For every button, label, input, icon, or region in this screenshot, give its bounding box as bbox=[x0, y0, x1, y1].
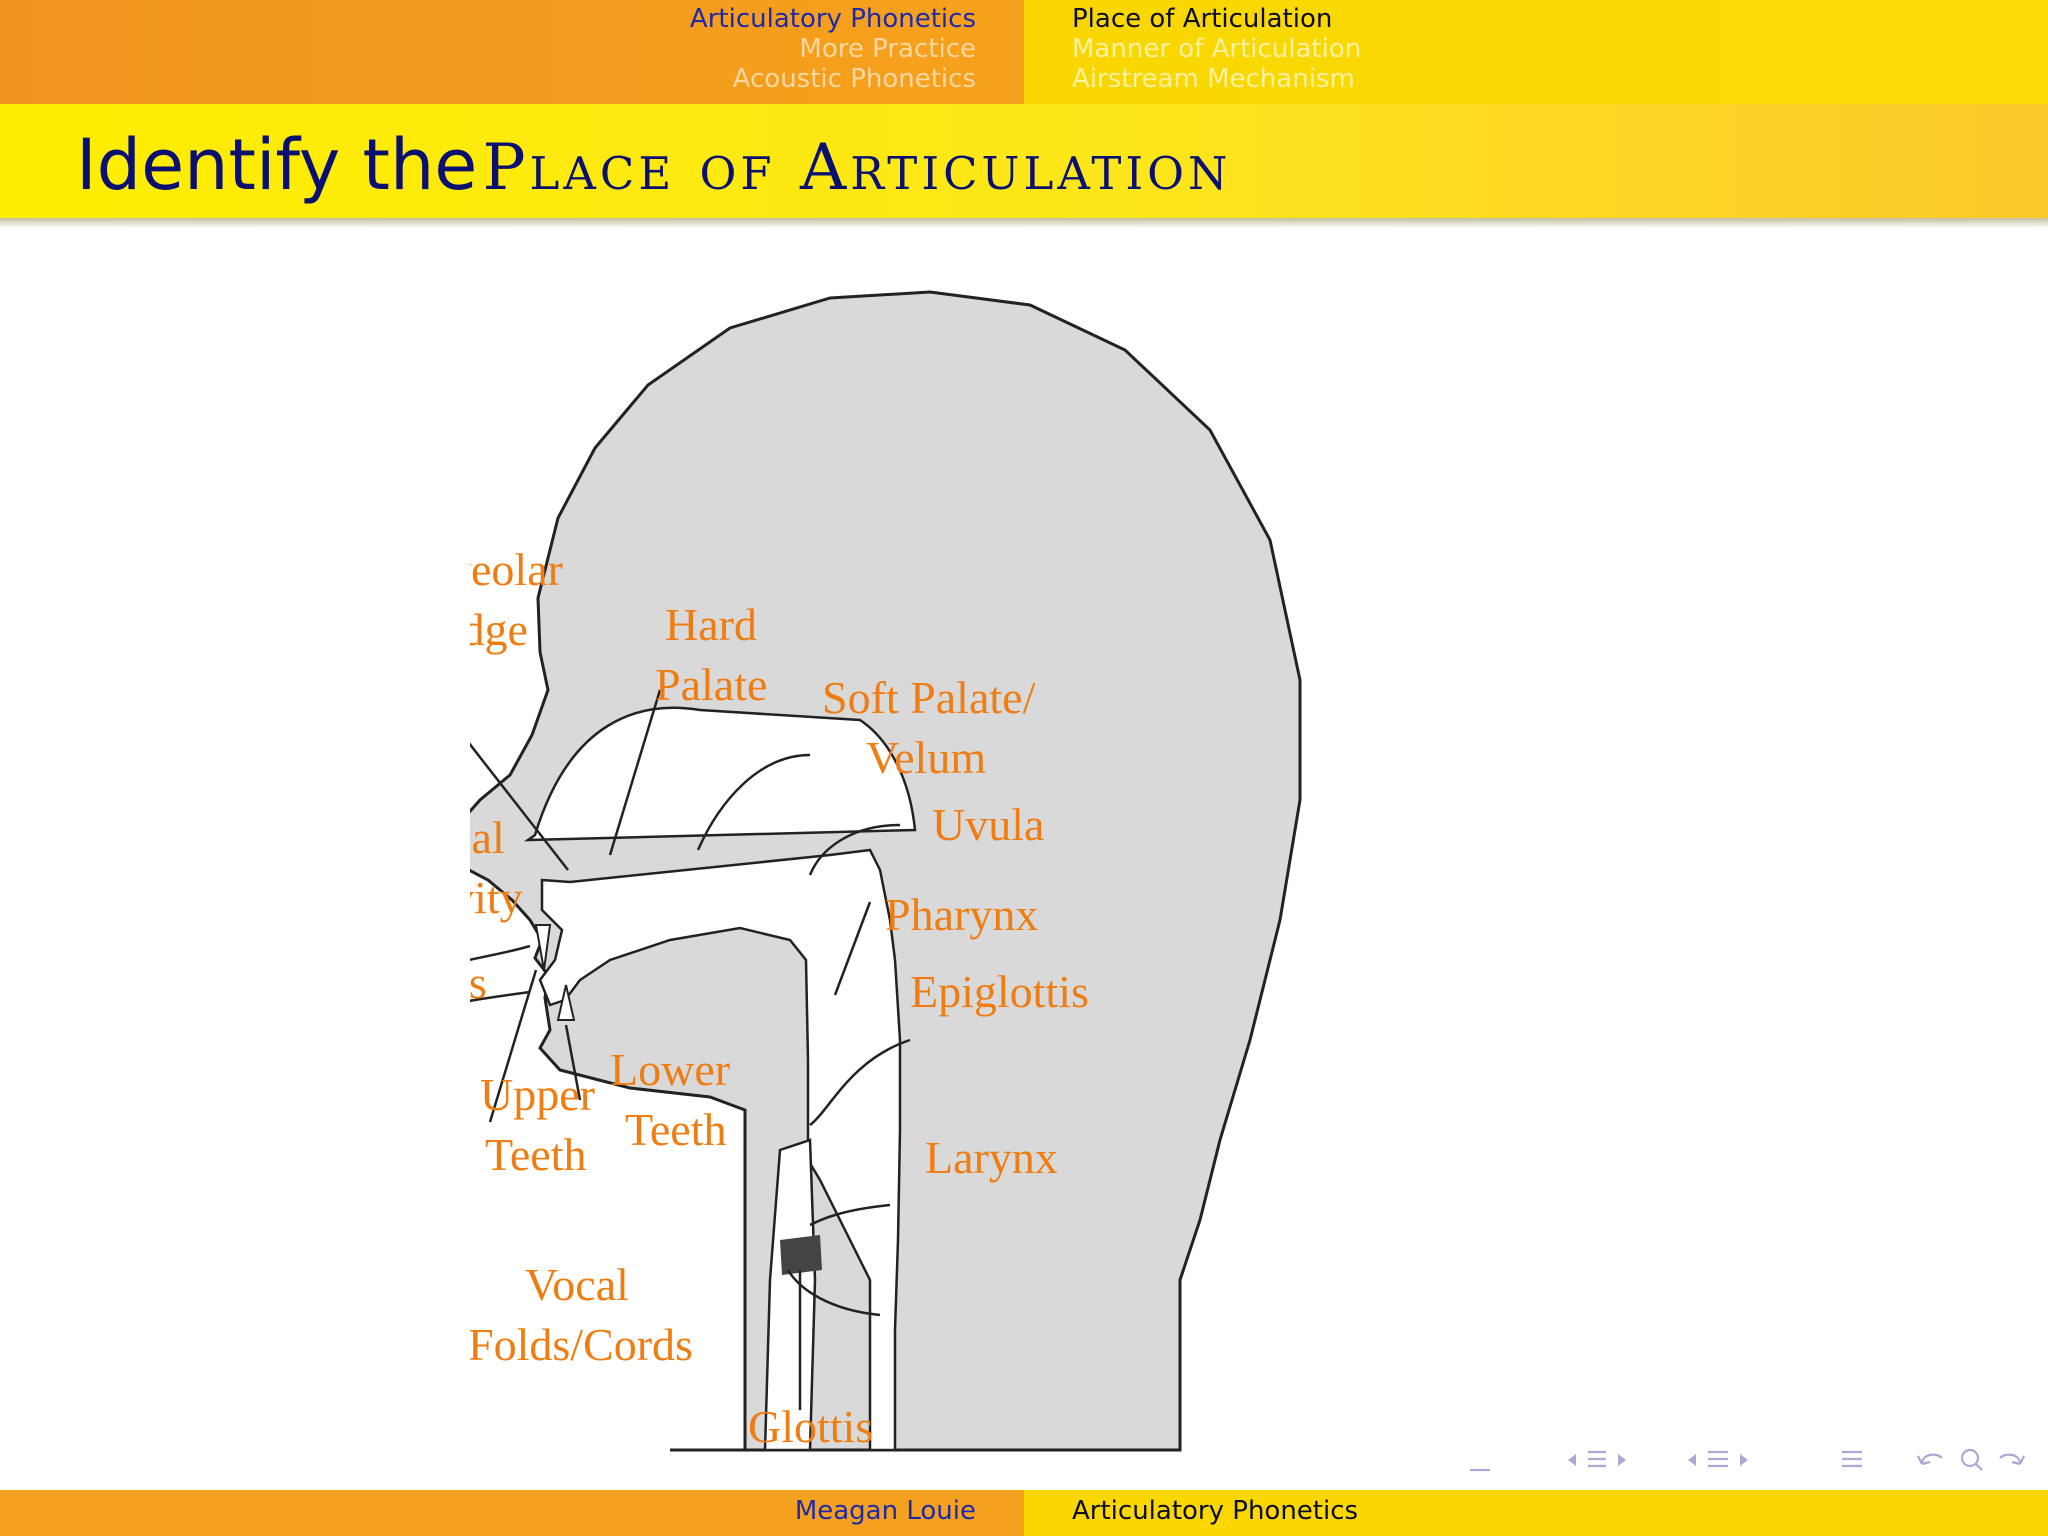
subsection-nav-icon[interactable] bbox=[1688, 1450, 1748, 1468]
vocal-tract-diagram: Alveolar Ridge Hard Palate Soft Palate/ … bbox=[470, 280, 1560, 1460]
nav-subsections-panel: Place of Articulation Manner of Articula… bbox=[1024, 0, 2048, 104]
vocal-folds-shape bbox=[780, 1235, 822, 1275]
title-emphasis: Place of Articulation bbox=[482, 131, 1232, 205]
lower-teeth-shape bbox=[556, 984, 576, 1021]
trachea-shape bbox=[763, 1138, 817, 1452]
lower-teeth-leader bbox=[564, 1024, 582, 1101]
lips-leader bbox=[470, 990, 531, 1003]
label-glottis: Glottis bbox=[748, 1401, 873, 1452]
pharynx-leader bbox=[833, 901, 872, 996]
soft-palate-leader bbox=[696, 753, 811, 851]
label-nasal-cavity: Cavity bbox=[470, 872, 523, 923]
label-pharynx: Pharynx bbox=[885, 889, 1038, 940]
nav-subsection-place-of-articulation[interactable]: Place of Articulation bbox=[1072, 4, 1333, 34]
section-nav-icon[interactable] bbox=[1842, 1450, 1862, 1468]
label-hard-palate: Palate bbox=[655, 659, 767, 710]
label-upper: Upper bbox=[480, 1069, 595, 1120]
leader-lines bbox=[470, 689, 911, 1410]
footer-title-panel: Articulatory Phonetics bbox=[1024, 1490, 2048, 1536]
oral-cavity-shape bbox=[538, 848, 902, 1452]
label-velum: Velum bbox=[866, 732, 986, 783]
section-list: Articulatory Phonetics More Practice Aco… bbox=[690, 4, 976, 94]
subsection-list: Place of Articulation Manner of Articula… bbox=[1072, 4, 1361, 94]
nasal-leader bbox=[470, 944, 531, 962]
label-alveolar-ridge: Ridge bbox=[470, 604, 528, 655]
redo-icon[interactable] bbox=[1999, 1453, 2025, 1466]
label-soft-palate: Soft Palate/ bbox=[822, 672, 1036, 723]
footer-short-title: Articulatory Phonetics bbox=[1072, 1496, 1359, 1526]
footer-author-panel: Meagan Louie bbox=[0, 1490, 1024, 1536]
nav-section-articulatory-phonetics[interactable]: Articulatory Phonetics bbox=[689, 4, 976, 34]
undo-icon[interactable] bbox=[1917, 1453, 1943, 1466]
nav-section-acoustic-phonetics[interactable]: Acoustic Phonetics bbox=[732, 64, 976, 94]
label-lower-teeth: Teeth bbox=[625, 1104, 727, 1155]
title-bar: Identify the Place of Articulation bbox=[0, 104, 2048, 228]
label-upper-teeth: Teeth bbox=[485, 1129, 587, 1180]
uvula-leader bbox=[808, 823, 901, 876]
upper-teeth-shape bbox=[534, 924, 552, 971]
search-icon[interactable] bbox=[1960, 1448, 1980, 1468]
nav-section-more-practice[interactable]: More Practice bbox=[799, 34, 976, 64]
footer-author: Meagan Louie bbox=[794, 1496, 976, 1526]
frame-nav-icon[interactable] bbox=[1568, 1450, 1626, 1468]
label-lower: Lower bbox=[610, 1044, 730, 1095]
nav-subsection-manner-of-articulation[interactable]: Manner of Articulation bbox=[1072, 34, 1362, 64]
beamer-navigation-controls bbox=[1460, 1440, 2040, 1480]
label-lips: Lips bbox=[470, 957, 487, 1008]
title-prefix: Identify the bbox=[76, 124, 478, 206]
nav-subsection-airstream-mechanism[interactable]: Airstream Mechanism bbox=[1072, 64, 1355, 94]
nav-sections-panel: Articulatory Phonetics More Practice Aco… bbox=[0, 0, 1024, 104]
vocal-folds-leader bbox=[786, 1269, 881, 1317]
epiglottis-leader bbox=[809, 1038, 911, 1126]
label-vocal-folds: Folds/Cords bbox=[470, 1319, 693, 1370]
section-navigation: Articulatory Phonetics More Practice Aco… bbox=[0, 0, 2048, 104]
larynx-leader bbox=[809, 1203, 891, 1227]
vocal-tract-svg: Alveolar Ridge Hard Palate Soft Palate/ … bbox=[470, 290, 1302, 1452]
label-nasal: Nasal bbox=[470, 812, 505, 863]
label-epiglottis: Epiglottis bbox=[910, 966, 1089, 1017]
alveolar-leader bbox=[470, 742, 569, 871]
label-uvula: Uvula bbox=[932, 799, 1044, 850]
hard-palate-leader bbox=[608, 689, 662, 856]
footer-bar: Meagan Louie Articulatory Phonetics bbox=[0, 1490, 2048, 1536]
label-hard: Hard bbox=[665, 599, 757, 650]
label-alveolar: Alveolar bbox=[470, 544, 563, 595]
label-larynx: Larynx bbox=[925, 1132, 1058, 1183]
slide-title: Identify the Place of Articulation bbox=[76, 124, 1231, 206]
head-silhouette bbox=[470, 290, 1302, 1452]
upper-teeth-leader bbox=[488, 969, 538, 1123]
label-vocal: Vocal bbox=[525, 1259, 629, 1310]
